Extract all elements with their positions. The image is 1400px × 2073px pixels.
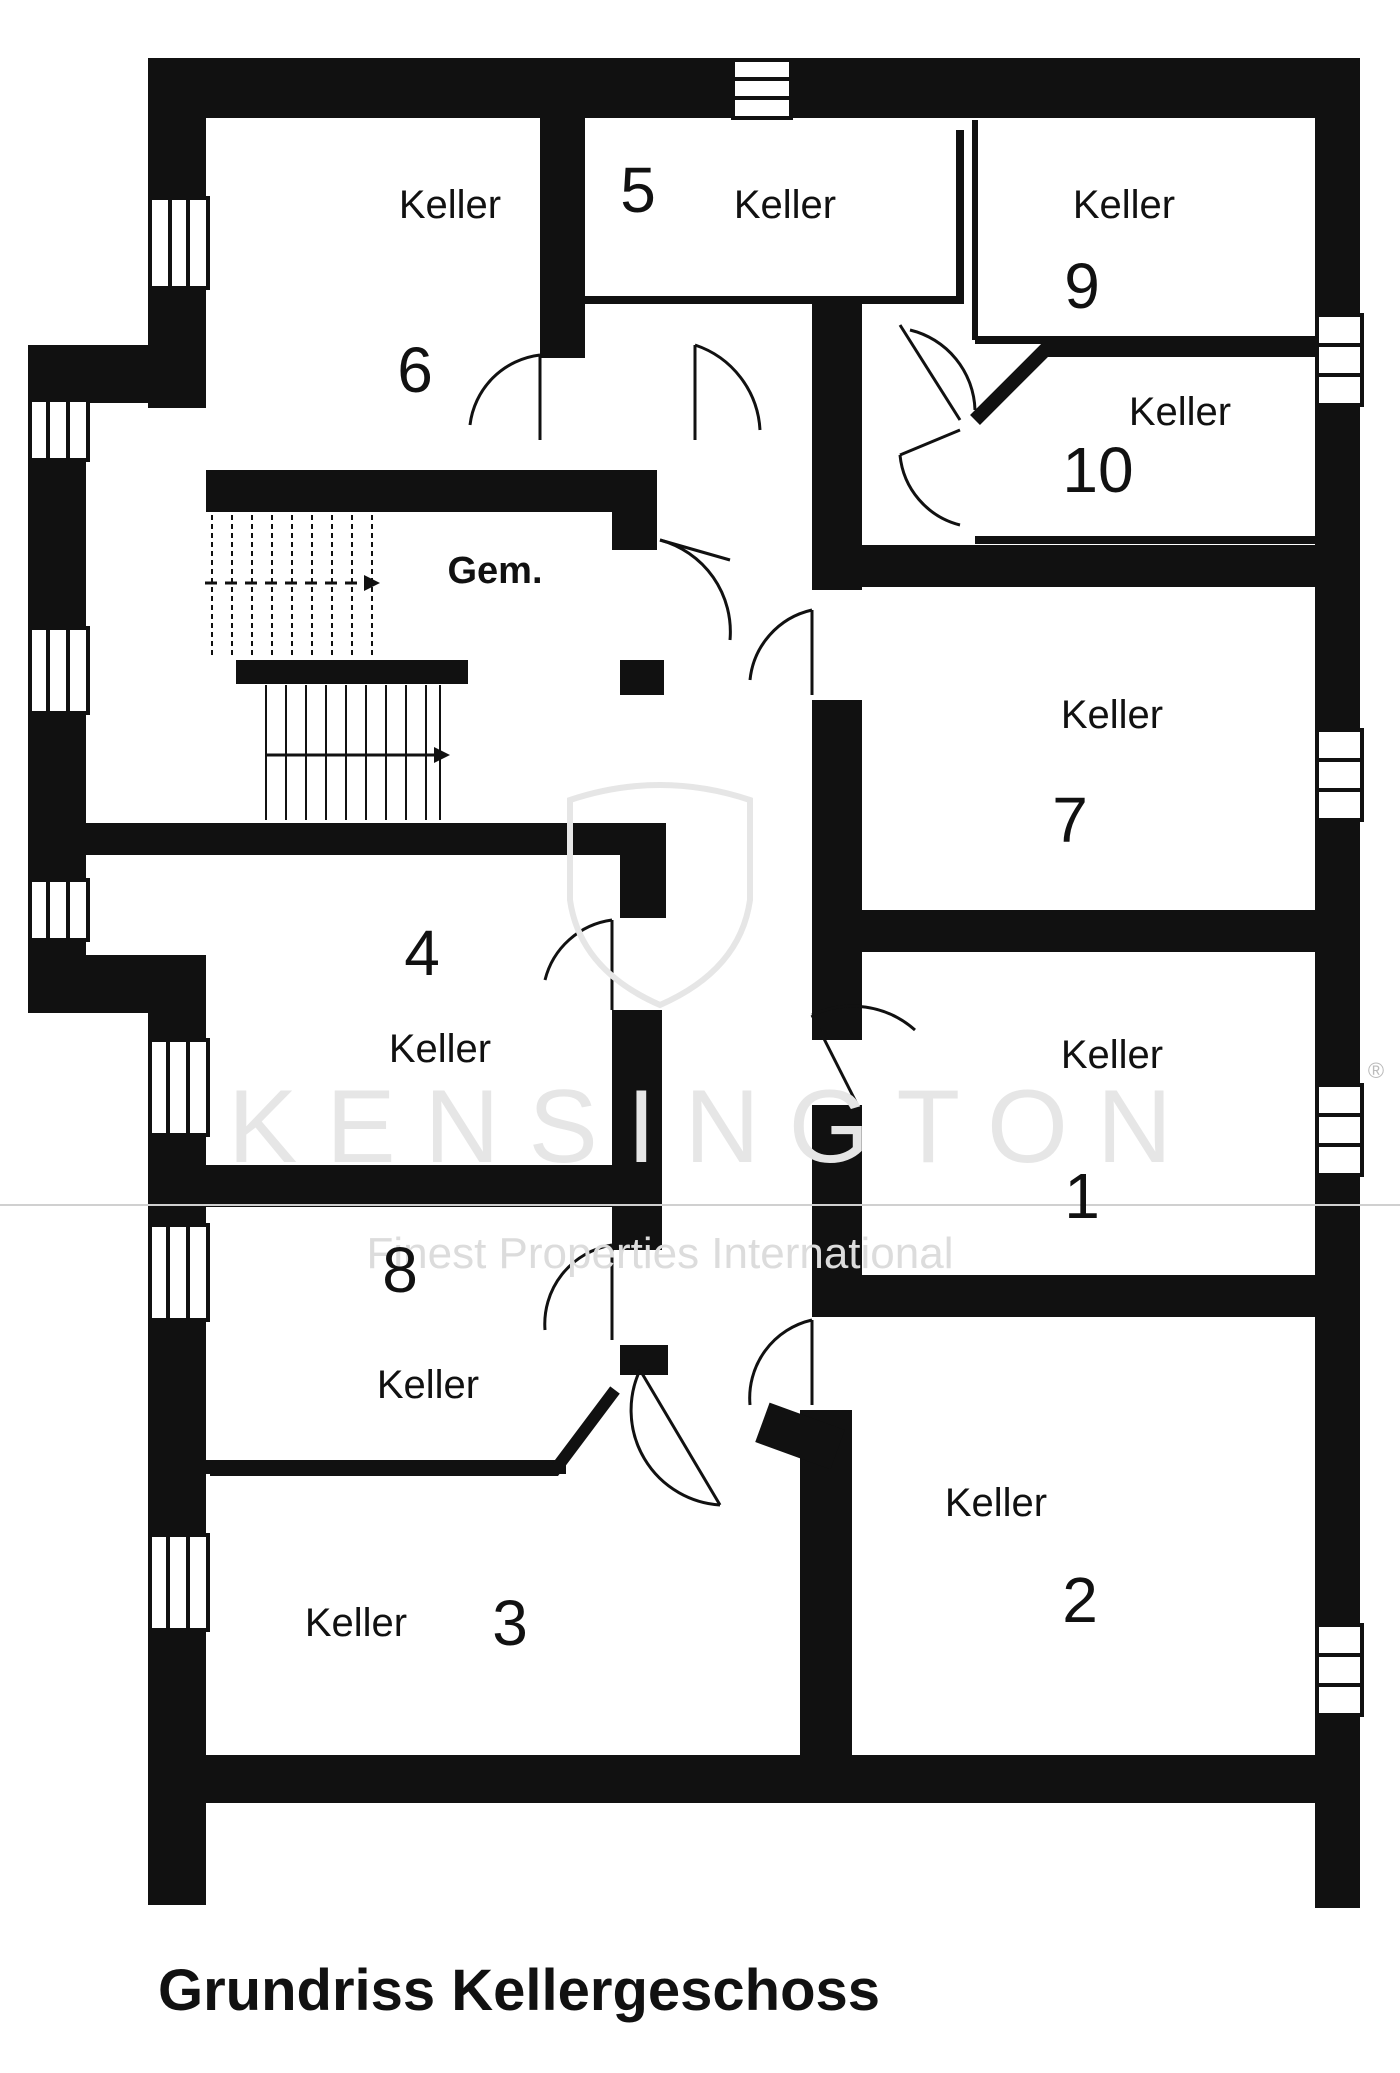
room-1-number: 1 <box>1064 1160 1100 1232</box>
room-7-label: Keller <box>1061 693 1163 737</box>
shield-emblem-icon <box>567 782 753 1009</box>
room-3-label: Keller <box>305 1601 407 1645</box>
upper-stair-arrow <box>364 575 380 591</box>
room-5-label: Keller <box>734 183 836 227</box>
room-4-label: Keller <box>389 1027 491 1071</box>
room-9-number: 9 <box>1064 250 1100 322</box>
upper-stair-flight <box>205 515 373 655</box>
room-8-label: Keller <box>377 1363 479 1407</box>
room-2-number: 2 <box>1062 1564 1098 1636</box>
lower-stair-flight <box>265 685 441 820</box>
plan-title: Grundriss Kellergeschoss <box>158 1958 880 2023</box>
watermark-tagline: Finest Properties International <box>367 1229 954 1278</box>
watermark-registered-mark: ® <box>1368 1058 1384 1083</box>
lower-stair-arrow <box>434 747 450 763</box>
door-swings <box>468 324 977 1507</box>
room-1-label: Keller <box>1061 1033 1163 1077</box>
room-6-label: Keller <box>399 183 501 227</box>
watermark: K E N S I N G T O N Finest Properties In… <box>0 782 1400 1278</box>
room-9-label: Keller <box>1073 183 1175 227</box>
watermark-brand: K E N S I N G T O N <box>228 1069 1172 1185</box>
room-3-number: 3 <box>492 1587 528 1659</box>
room-4-number: 4 <box>404 917 440 989</box>
stair-area-label: Gem. <box>447 550 542 592</box>
partitions <box>210 120 1320 1476</box>
room-10-number: 10 <box>1062 434 1133 506</box>
room-8-number: 8 <box>382 1234 418 1306</box>
room-5-number: 5 <box>620 154 656 226</box>
room-10-label: Keller <box>1129 390 1231 434</box>
room-6-number: 6 <box>397 334 433 406</box>
room-7-number: 7 <box>1052 784 1088 856</box>
windows <box>28 58 1364 1717</box>
room-2-label: Keller <box>945 1481 1047 1525</box>
